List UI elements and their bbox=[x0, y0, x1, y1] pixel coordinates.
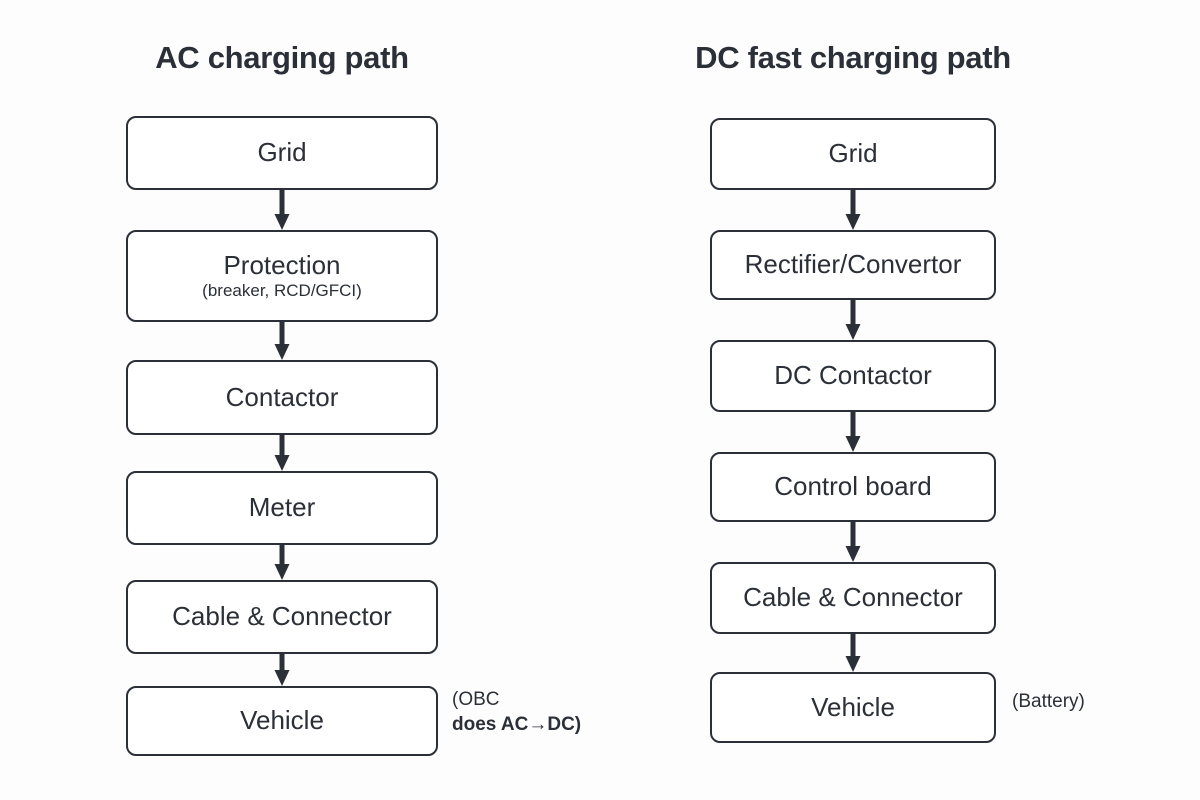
dc-node-control-board[interactable]: Control board bbox=[710, 452, 996, 522]
ac-arrow-grid-to-protection bbox=[271, 190, 293, 230]
ac-node-protection[interactable]: Protection (breaker, RCD/GFCI) bbox=[126, 230, 438, 322]
ac-node-meter[interactable]: Meter bbox=[126, 471, 438, 545]
dc-node-dc-contactor[interactable]: DC Contactor bbox=[710, 340, 996, 412]
dc-column-title: DC fast charging path bbox=[695, 40, 1011, 75]
ac-arrow-meter-to-cable-connector bbox=[271, 545, 293, 580]
dc-node-rectifier-convertor-label: Rectifier/Convertor bbox=[744, 249, 962, 280]
ac-node-protection-label: Protection bbox=[223, 250, 341, 281]
ac-vehicle-annotation: (OBC does AC→DC) bbox=[452, 688, 581, 737]
ac-node-vehicle[interactable]: Vehicle bbox=[126, 686, 438, 756]
ac-arrow-protection-to-contactor bbox=[271, 322, 293, 360]
ac-arrow-cable-connector-to-vehicle bbox=[271, 654, 293, 686]
ac-node-contactor-label: Contactor bbox=[225, 381, 339, 412]
dc-node-cable-connector-label: Cable & Connector bbox=[743, 582, 963, 613]
dc-node-vehicle-label: Vehicle bbox=[811, 691, 895, 722]
dc-vehicle-annotation: (Battery) bbox=[1012, 690, 1085, 715]
dc-node-grid-label: Grid bbox=[828, 138, 878, 169]
dc-node-dc-contactor-label: DC Contactor bbox=[774, 360, 932, 391]
dc-arrow-grid-to-rectifier bbox=[842, 190, 864, 230]
ac-node-grid-label: Grid bbox=[257, 137, 307, 168]
ac-node-protection-sublabel: (breaker, RCD/GFCI) bbox=[202, 281, 362, 301]
ac-node-cable-connector[interactable]: Cable & Connector bbox=[126, 580, 438, 654]
dc-annotation-line-1: (Battery) bbox=[1012, 691, 1085, 712]
dc-arrow-rectifier-to-dc-contactor bbox=[842, 300, 864, 340]
ac-annotation-line-1: (OBC bbox=[452, 689, 500, 710]
dc-node-control-board-label: Control board bbox=[774, 471, 932, 502]
dc-fast-charging-path-column: DC fast charging path Grid Rectifier/Con… bbox=[695, 0, 1011, 800]
dc-arrow-control-board-to-cable-connector bbox=[842, 522, 864, 562]
dc-arrow-dc-contactor-to-control-board bbox=[842, 412, 864, 452]
dc-node-cable-connector[interactable]: Cable & Connector bbox=[710, 562, 996, 634]
dc-arrow-cable-connector-to-vehicle bbox=[842, 634, 864, 672]
ac-arrow-contactor-to-meter bbox=[271, 435, 293, 471]
ac-node-grid[interactable]: Grid bbox=[126, 116, 438, 190]
ac-node-cable-connector-label: Cable & Connector bbox=[172, 601, 392, 632]
ac-node-contactor[interactable]: Contactor bbox=[126, 360, 438, 435]
ac-charging-path-column: AC charging path Grid Protection (breake… bbox=[126, 0, 438, 800]
ac-node-vehicle-label: Vehicle bbox=[240, 705, 324, 736]
dc-node-rectifier-convertor[interactable]: Rectifier/Convertor bbox=[710, 230, 996, 300]
dc-node-vehicle[interactable]: Vehicle bbox=[710, 672, 996, 743]
ac-annotation-line-2: does AC→DC) bbox=[452, 713, 582, 735]
dc-node-grid[interactable]: Grid bbox=[710, 118, 996, 190]
ac-column-title: AC charging path bbox=[155, 40, 409, 75]
ac-node-meter-label: Meter bbox=[248, 492, 316, 523]
